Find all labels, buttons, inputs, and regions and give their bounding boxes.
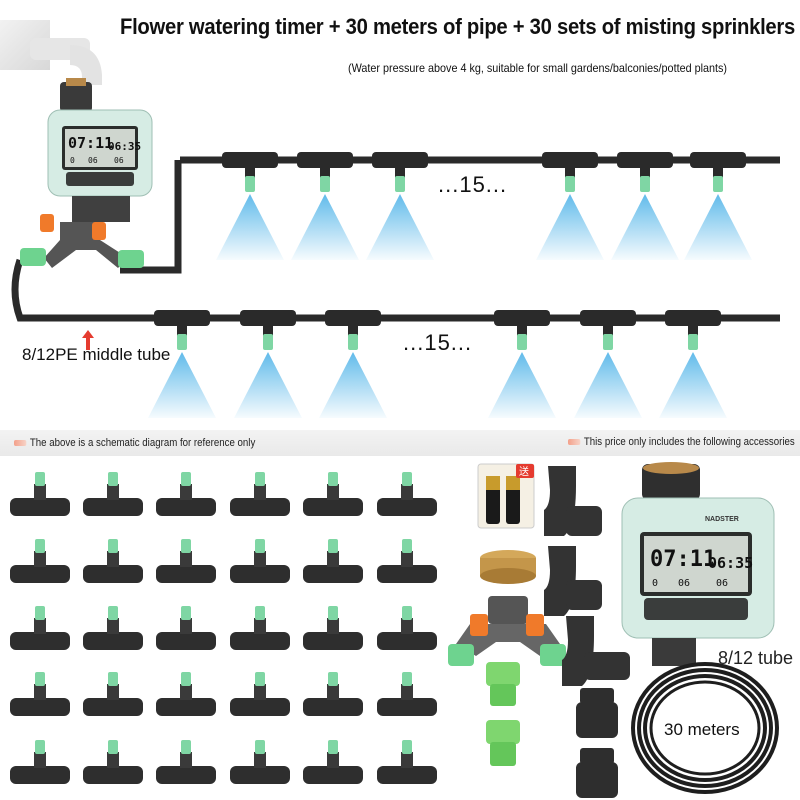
tee-sprinkler-icon [83,740,143,784]
tee-sprinkler-icon [10,672,70,716]
battery-icon [477,463,535,529]
timer-time-left: 07:11 [68,134,113,152]
tee-sprinkler-icon [303,606,363,650]
svg-text:06: 06 [716,578,728,589]
end-plug-icon [576,688,618,798]
tee-sprinkler-icon [156,539,216,583]
timer-time-right: 06:35 [708,554,753,572]
tube-length-label: 30 meters [664,720,740,739]
sprinkler-icon [216,152,284,260]
sprinkler-icon [234,310,302,418]
svg-text:06: 06 [114,156,124,165]
tee-sprinkler-icon [303,672,363,716]
tee-sprinkler-icon [83,672,143,716]
tee-sprinkler-icon [230,539,290,583]
schematic-diagram: 07:11 06:35 0 06 06 [0,20,780,418]
tee-sprinkler-icon [10,472,70,516]
sprinkler-icon [319,310,387,418]
page-subtitle: (Water pressure above 4 kg, suitable for… [348,61,727,75]
sprinkler-icon [488,310,556,418]
note-right: This price only includes the following a… [568,436,795,448]
svg-text:06: 06 [88,156,98,165]
tee-sprinkler-icon [230,740,290,784]
tee-sprinkler-icon [156,606,216,650]
tee-sprinkler-icon [156,740,216,784]
tee-sprinkler-icon [377,672,437,716]
sprinkler-icon [611,152,679,260]
tee-sprinkler-icon [83,539,143,583]
battery-badge: 送 [519,465,529,478]
notes-band [0,430,800,456]
timer-time-left: 07:11 [650,547,716,572]
timer-device-icon [20,78,153,268]
svg-text:0: 0 [70,156,75,165]
sprinkler-icon [659,310,727,418]
tee-sprinkler-icon [377,740,437,784]
tee-sprinkler-icon [377,472,437,516]
tee-sprinkler-icon [156,472,216,516]
tee-sprinkler-icon [10,740,70,784]
y-splitter-icon [448,596,566,666]
tube-callout: 8/12PE middle tube [22,345,171,364]
tee-sprinkler-icon [230,472,290,516]
faucet-icon [0,20,102,85]
tee-sprinkler-icon [10,539,70,583]
note-left: The above is a schematic diagram for ref… [14,437,255,449]
timer-brand: NADSTER [705,516,739,523]
tee-sprinkler-icon [377,606,437,650]
note-left-text: The above is a schematic diagram for ref… [29,437,256,449]
tee-sprinkler-icon [230,606,290,650]
tee-sprinkler-icon [303,472,363,516]
sprinkler-icon [684,152,752,260]
tee-sprinkler-icon [156,672,216,716]
timer-time-right: 06:35 [108,140,141,153]
arrow-up-icon [82,330,94,350]
svg-text:0: 0 [652,578,658,589]
sprinkler-icon [574,310,642,418]
brass-adapter-icon [480,550,536,584]
note-right-text: This price only includes the following a… [583,436,795,448]
sprinkler-icon [291,152,359,260]
sprinkler-count-bottom: ...15... [403,330,473,355]
tee-sprinkler-icon [83,472,143,516]
quick-connector-icon [486,662,520,766]
svg-text:06: 06 [678,578,690,589]
sprinkler-icon [536,152,604,260]
tube-size-label: 8/12 tube [718,648,794,668]
sprinkler-count-top: ...15... [438,172,508,197]
sprinkler-icon [366,152,434,260]
tee-sprinkler-icon [377,539,437,583]
sprinkler-icon [148,310,216,418]
tee-sprinkler-icon [303,740,363,784]
coiled-tube-icon [631,662,779,794]
elbow-fitting-icon [544,466,630,686]
tee-sprinkler-icon [83,606,143,650]
timer-device-icon [621,462,775,666]
tee-sprinkler-icon [10,606,70,650]
page-title: Flower watering timer + 30 meters of pip… [120,14,795,39]
accessories-panel: 送 [10,462,779,798]
tee-sprinkler-icon [230,672,290,716]
tee-sprinkler-icon [303,539,363,583]
